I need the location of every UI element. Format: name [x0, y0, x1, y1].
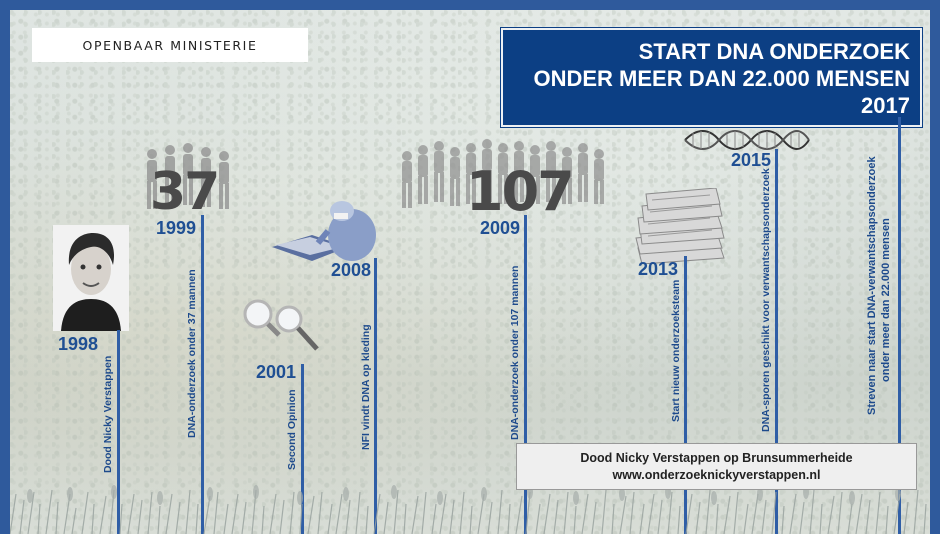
logo-box: OPENBAAR MINISTERIE [32, 28, 308, 62]
forest-background: OPENBAAR MINISTERIE START DNA ONDERZOEK … [10, 10, 930, 534]
label-1999: DNA-onderzoek onder 37 mannen [186, 269, 198, 438]
timeline-line-1998 [117, 330, 120, 534]
dna-helix-icon [684, 130, 810, 150]
timeline-line-2001 [301, 364, 304, 534]
timeline-line-2009 [524, 215, 527, 534]
victim-photo [53, 225, 129, 331]
headline-box: START DNA ONDERZOEK ONDER MEER DAN 22.00… [500, 27, 923, 128]
year-1999: 1999 [156, 218, 197, 238]
label-2009: DNA-onderzoek onder 107 mannen [509, 265, 521, 440]
label-2015: DNA-sporen geschikt voor verwantschapson… [760, 168, 772, 432]
footer-url[interactable]: www.onderzoeknickyverstappen.nl [612, 468, 821, 482]
label-1998: Dood Nicky Verstappen [102, 355, 114, 473]
count-37: 37 [150, 162, 220, 222]
grass-silhouette [10, 485, 927, 534]
year-2008: 2008 [331, 260, 372, 280]
footer-title: Dood Nicky Verstappen op Brunsummerheide [580, 451, 853, 465]
label-2013: Start nieuw onderzoeksteam [670, 279, 682, 422]
logo-text: OPENBAAR MINISTERIE [82, 37, 258, 53]
timeline-line-1999 [201, 215, 204, 534]
timeline-line-2015 [775, 149, 778, 534]
lab-scientist-image [272, 201, 376, 261]
label-2008: NFI vindt DNA op kleding [360, 324, 372, 450]
timeline-line-2008 [374, 258, 377, 534]
crowd-37-illustration [147, 143, 229, 209]
magnifying-glass-icon [243, 299, 319, 351]
count-107: 107 [466, 160, 575, 223]
year-2001: 2001 [256, 362, 297, 382]
year-2009: 2009 [480, 218, 521, 238]
headline-line-2: ONDER MEER DAN 22.000 MENSEN [533, 66, 910, 91]
timeline-line-2017 [898, 117, 901, 534]
label-2017-line-2: onder meer dan 22.000 mensen [880, 218, 892, 382]
year-2013: 2013 [638, 259, 679, 279]
newspaper-stack-image [635, 188, 725, 264]
crowd-107-illustration [402, 139, 604, 208]
footer-info-box: Dood Nicky Verstappen op Brunsummerheide… [516, 443, 917, 490]
headline-line-3: 2017 [861, 93, 910, 118]
timeline-line-2013 [684, 256, 687, 534]
label-2017-line-1: Streven naar start DNA-verwantschapsonde… [866, 156, 878, 415]
label-2001: Second Opinion [286, 389, 298, 471]
headline-line-1: START DNA ONDERZOEK [638, 39, 910, 64]
year-1998: 1998 [58, 334, 99, 354]
year-2015: 2015 [731, 150, 772, 170]
